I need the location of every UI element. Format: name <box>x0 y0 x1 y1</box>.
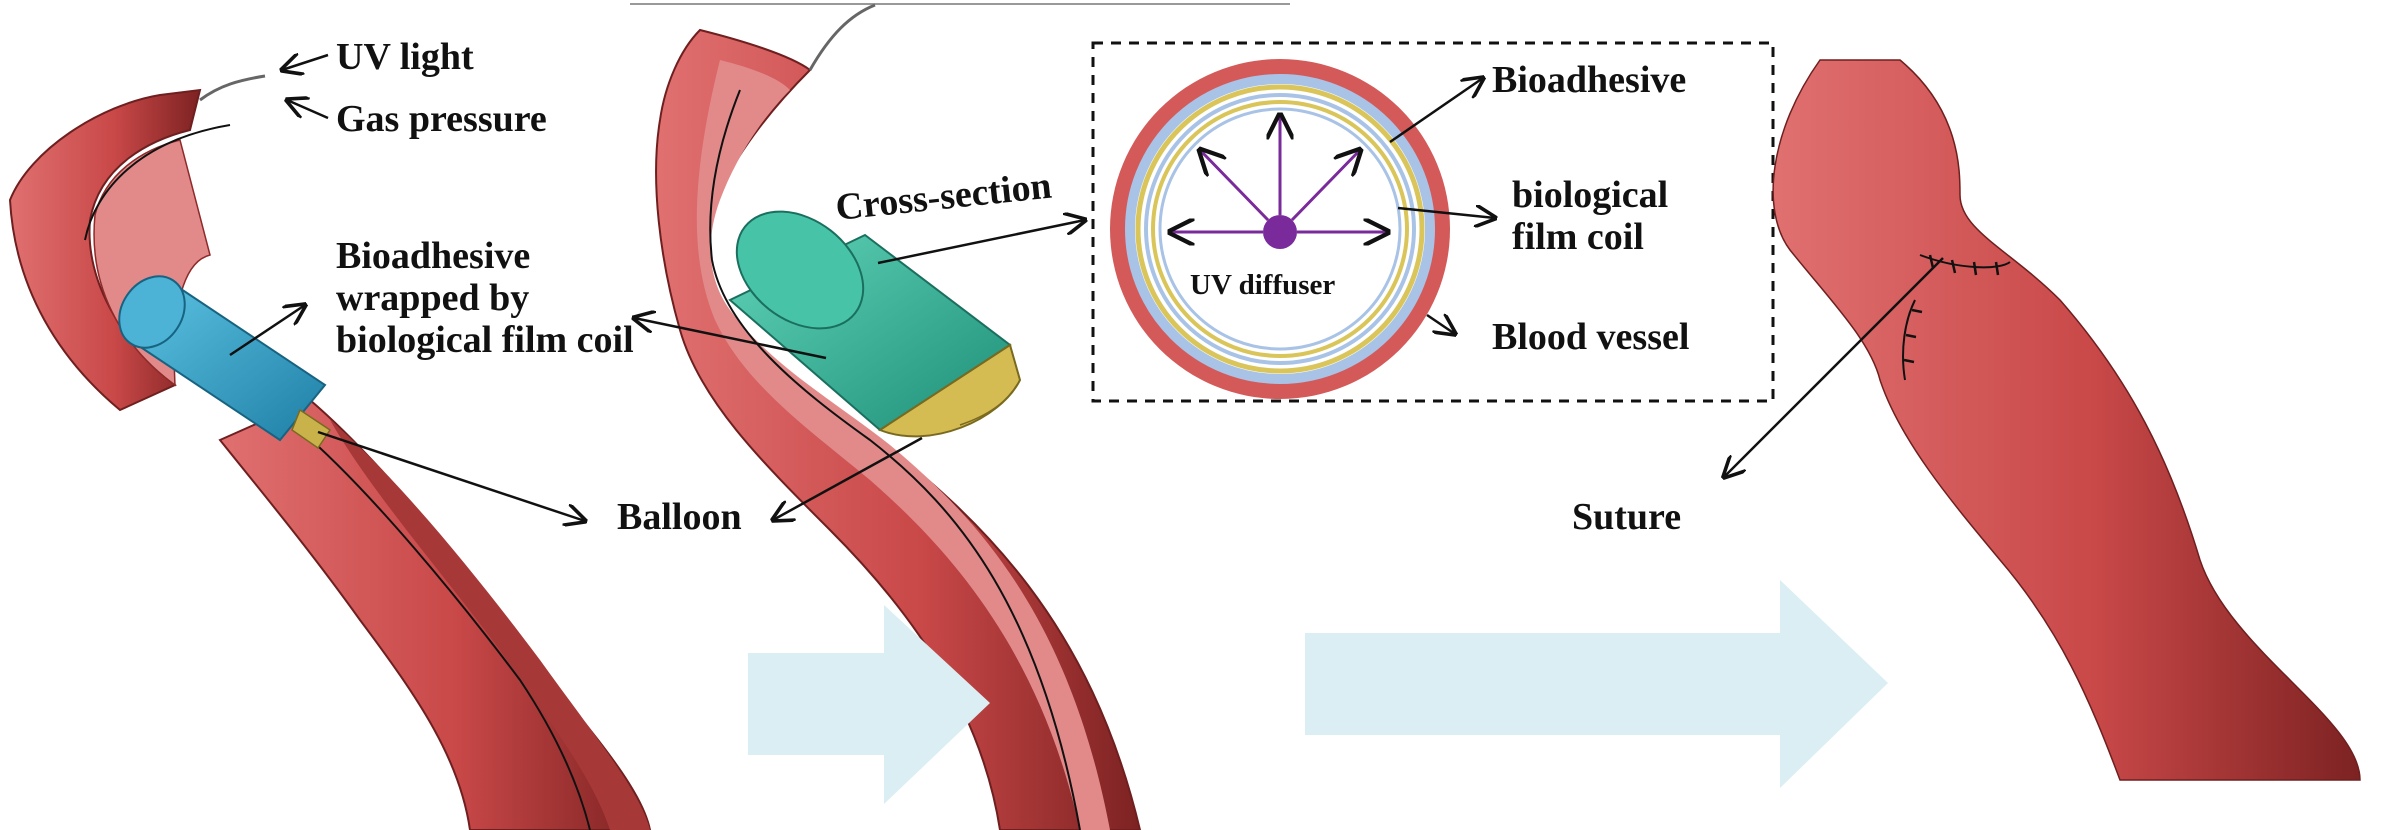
label-uv-diffuser: UV diffuser <box>1190 269 1336 301</box>
vessel-panel-1 <box>8 74 652 830</box>
cross-section-box <box>1091 41 1775 403</box>
label-bioadhesive-wrapped-line-2: wrapped by <box>336 276 530 319</box>
vessel-panel-3 <box>1772 59 2361 781</box>
process-arrow-2 <box>1305 580 1888 788</box>
process-arrow-1 <box>748 605 990 804</box>
label-bioadhesive-wrapped: Bioadhesive wrapped by biological film c… <box>336 235 634 361</box>
label-bioadhesive-wrapped-line-1: Bioadhesive <box>336 235 531 277</box>
label-uv-light: UV light <box>336 36 474 78</box>
label-balloon: Balloon <box>617 496 742 538</box>
label-biological-film-coil: biological film coil <box>1512 174 1669 259</box>
label-suture: Suture <box>1572 496 1682 538</box>
label-biological-film-coil-line-2: film coil <box>1512 215 1644 258</box>
label-bioadhesive: Bioadhesive <box>1492 59 1687 101</box>
label-bioadhesive-wrapped-line-3: biological film coil <box>336 318 634 361</box>
bioadhesive-cylinder <box>118 275 332 450</box>
uv-diffuser-dot <box>1263 215 1297 249</box>
vessel-panel-2 <box>655 3 1142 830</box>
cross-section-diagram <box>1110 59 1450 399</box>
label-blood-vessel: Blood vessel <box>1492 316 1690 358</box>
label-gas-pressure: Gas pressure <box>336 98 547 140</box>
label-biological-film-coil-line-1: biological <box>1512 174 1669 216</box>
film-coil-cylinder <box>728 210 1022 438</box>
leader-arrows <box>229 55 1944 521</box>
